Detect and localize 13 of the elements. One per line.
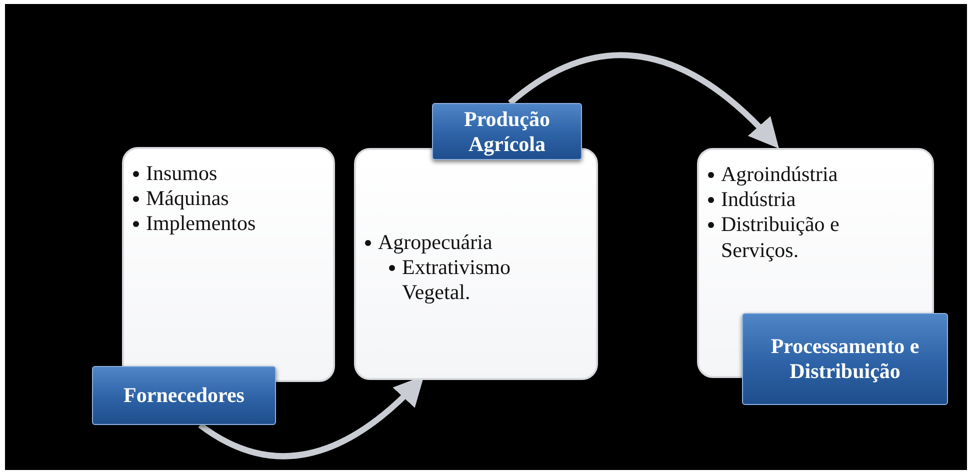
heading-tab: Produção Agrícola [432, 103, 582, 160]
list-item: Máquinas [146, 186, 229, 212]
list-item: Agropecuária [378, 230, 492, 256]
list-item: Insumos [146, 161, 218, 186]
list-item: Extrativismo Vegetal. [402, 255, 512, 306]
list-item: Distribuição e Serviços. [721, 212, 840, 263]
curved-arrow [508, 52, 780, 148]
heading-tab: Fornecedores [92, 366, 276, 425]
list-item: Indústria [721, 187, 796, 212]
list-item: Implementos [146, 211, 256, 237]
content-card [122, 147, 335, 382]
heading-tab: Processamento e Distribuição [742, 313, 948, 405]
list-item: Agroindústria [721, 162, 838, 188]
